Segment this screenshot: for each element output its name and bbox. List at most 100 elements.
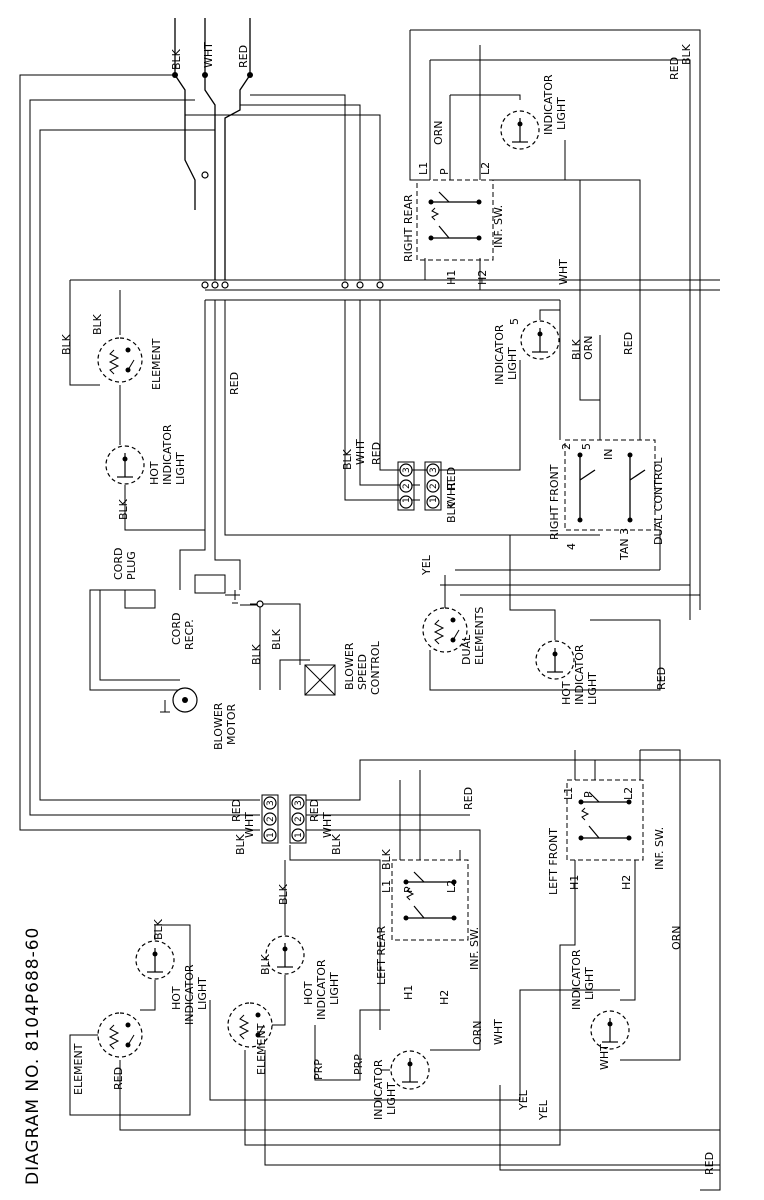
svg-text:BLK: BLK: [60, 333, 73, 355]
svg-text:HOT: HOT: [170, 986, 183, 1010]
svg-text:INDICATOR: INDICATOR: [493, 324, 506, 385]
svg-text:CORD: CORD: [112, 548, 125, 580]
svg-text:LIGHT: LIGHT: [555, 97, 568, 130]
svg-text:BLK: BLK: [380, 848, 393, 870]
main-bus: [19, 18, 720, 831]
svg-text:1: 1: [266, 832, 276, 838]
svg-text:DUAL: DUAL: [460, 634, 473, 665]
svg-text:ORN: ORN: [471, 1020, 484, 1045]
svg-text:LIGHT: LIGHT: [174, 452, 187, 485]
svg-text:INDICATOR: INDICATOR: [372, 1059, 385, 1120]
svg-text:CORD: CORD: [170, 613, 183, 645]
svg-text:2: 2: [402, 483, 412, 489]
left-rear-title: LEFT REAR: [375, 925, 388, 985]
svg-text:BLK: BLK: [259, 953, 272, 975]
svg-text:YEL: YEL: [537, 1099, 550, 1121]
svg-text:CONTROL: CONTROL: [369, 640, 382, 695]
svg-text:IN: IN: [602, 449, 615, 460]
svg-text:SPEED: SPEED: [356, 654, 369, 690]
svg-text:3: 3: [266, 800, 276, 806]
svg-text:PLUG: PLUG: [125, 551, 138, 580]
svg-text:4: 4: [565, 543, 578, 550]
svg-text:WHT: WHT: [492, 1019, 505, 1045]
svg-text:BLK: BLK: [330, 833, 343, 855]
svg-text:H2: H2: [438, 990, 451, 1005]
svg-text:BLK: BLK: [170, 48, 183, 70]
svg-text:YEL: YEL: [420, 554, 433, 576]
svg-text:INDICATOR: INDICATOR: [315, 959, 328, 1020]
svg-text:5: 5: [508, 318, 521, 325]
svg-text:ORN: ORN: [432, 120, 445, 145]
svg-text:RED: RED: [237, 45, 250, 68]
svg-text:RED: RED: [228, 372, 241, 395]
svg-text:BLK: BLK: [250, 643, 263, 665]
cord-plug: [124, 589, 156, 609]
svg-text:LIGHT: LIGHT: [506, 347, 519, 380]
right-front-dual-control: [564, 439, 656, 531]
svg-text:1: 1: [429, 497, 439, 503]
svg-text:ELEMENT: ELEMENT: [72, 1043, 85, 1095]
right-front-section: [420, 309, 700, 691]
right-front-hot-indicator-light: [535, 640, 575, 680]
svg-text:LIGHT: LIGHT: [385, 1082, 398, 1115]
right-front-indicator-light: [520, 320, 560, 360]
svg-text:H1: H1: [402, 985, 415, 1000]
svg-text:RED: RED: [703, 1152, 716, 1175]
svg-text:P: P: [402, 886, 415, 893]
svg-text:BLK: BLK: [680, 43, 693, 65]
svg-text:WHT: WHT: [598, 1044, 611, 1070]
svg-text:PRP: PRP: [312, 1059, 325, 1080]
svg-text:3: 3: [294, 800, 304, 806]
svg-text:3: 3: [402, 467, 412, 473]
right-rear-infinite-switch: [416, 179, 494, 261]
svg-text:INDICATOR: INDICATOR: [161, 424, 174, 485]
blower-speed-control: [304, 664, 336, 696]
svg-text:RED: RED: [622, 332, 635, 355]
svg-text:5: 5: [580, 443, 593, 450]
left-front-element: [97, 1012, 143, 1058]
svg-text:RED: RED: [112, 1067, 125, 1090]
svg-text:WHT: WHT: [445, 481, 458, 507]
svg-text:1: 1: [294, 832, 304, 838]
right-rear-title: RIGHT REAR: [402, 194, 415, 262]
svg-text:LIGHT: LIGHT: [586, 672, 599, 705]
left-rear-infinite-switch: [391, 859, 469, 941]
svg-text:LIGHT: LIGHT: [196, 977, 209, 1010]
svg-text:LIGHT: LIGHT: [583, 967, 596, 1000]
svg-text:WHT: WHT: [202, 42, 215, 68]
labels: DIAGRAM NO. 8104P688-60 BLK WHT RED RED …: [23, 42, 716, 1185]
svg-text:WHT: WHT: [243, 812, 256, 838]
svg-text:TAN 3: TAN 3: [618, 528, 631, 561]
svg-text:INDICATOR: INDICATOR: [183, 964, 196, 1025]
right-rear-indicator-light: [500, 110, 540, 150]
left-lower-section: [69, 461, 721, 1191]
svg-text:INF. SW.: INF. SW.: [492, 205, 505, 248]
svg-text:L2: L2: [622, 787, 635, 800]
diagram-title: DIAGRAM NO. 8104P688-60: [23, 927, 43, 1185]
svg-text:INDICATOR: INDICATOR: [570, 949, 583, 1010]
svg-text:BLK: BLK: [277, 883, 290, 905]
svg-text:H1: H1: [445, 270, 458, 285]
svg-text:BLK: BLK: [234, 833, 247, 855]
svg-text:2: 2: [429, 483, 439, 489]
right-rear-hot-indicator-light: [105, 445, 145, 485]
svg-text:ORN: ORN: [582, 335, 595, 360]
left-front-title: LEFT FRONT: [547, 828, 560, 895]
svg-text:2: 2: [294, 816, 304, 822]
svg-text:ELEMENTS: ELEMENTS: [473, 607, 486, 665]
svg-text:ELEMENT: ELEMENT: [255, 1023, 268, 1075]
svg-text:INF. SW.: INF. SW.: [653, 827, 666, 870]
svg-text:L1: L1: [380, 880, 393, 893]
svg-text:HOT: HOT: [302, 981, 315, 1005]
svg-text:PRP: PRP: [352, 1054, 365, 1075]
svg-text:RED: RED: [668, 57, 681, 80]
svg-text:3: 3: [429, 467, 439, 473]
cord-recp: [194, 574, 226, 594]
left-front-indicator-light: [590, 1010, 630, 1050]
svg-text:WHT: WHT: [557, 259, 570, 285]
svg-text:INDICATOR: INDICATOR: [542, 74, 555, 135]
svg-text:H2: H2: [620, 875, 633, 890]
svg-text:P: P: [438, 168, 451, 175]
svg-text:2: 2: [560, 443, 573, 450]
svg-text:YEL: YEL: [517, 1089, 530, 1111]
